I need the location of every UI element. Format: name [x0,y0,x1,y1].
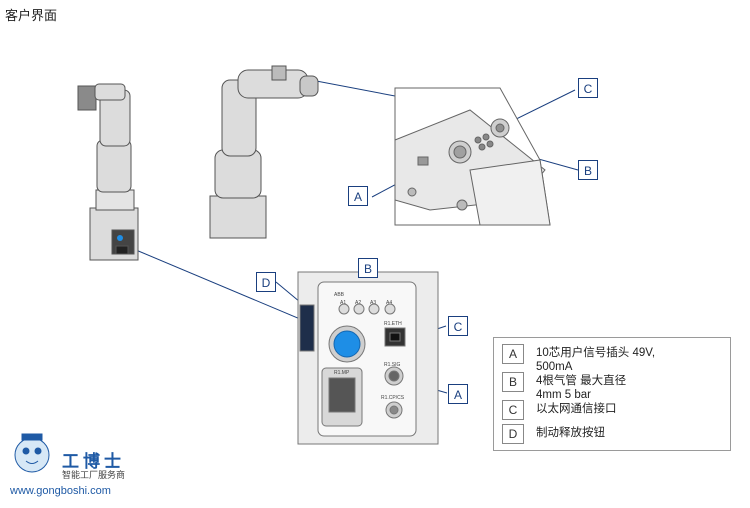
panel-force-label: R1.CP/CS [381,395,405,401]
panel-eth-label: R1.ETH [384,321,402,327]
callout-a-bottom: A [448,384,468,404]
callout-c-bottom: C [448,316,468,336]
callout-a-top: A [348,186,368,206]
callout-b-top: B [578,160,598,180]
robot-front-view [77,83,139,261]
panel-a4-label: A4 [386,300,393,306]
panel-a1-label: A1 [340,300,347,306]
callout-d-bottom: D [256,272,276,292]
wrist-closeup [394,87,551,226]
legend-text-d: 制动释放按钮 [536,427,605,439]
mascot-logo [14,433,50,473]
legend-key-a: A [502,344,524,364]
legend-text-c: 以太网通信接口 [536,403,617,415]
legend-text-b: 4根气管 最大直径 4mm 5 bar [536,375,627,401]
panel-mp-label: R1.MP [334,370,350,376]
watermark-url: www.gongboshi.com [10,485,111,497]
watermark-name: 工博士 [62,452,125,472]
connector-panel [297,271,439,445]
panel-a3-label: A3 [370,300,377,306]
robot-side-view [209,65,319,239]
callout-c-top: C [578,78,598,98]
legend-key-d: D [502,424,524,444]
callout-b-bottom: B [358,258,378,278]
page-title: 客户界面 [5,9,58,24]
legend-key-c: C [502,400,524,420]
panel-abb-label: ABB [334,292,345,298]
legend-text-a: 10芯用户信号插头 49V, 500mA [536,347,656,373]
panel-sig-label: R1.SIG [384,362,401,368]
legend-table: A 10芯用户信号插头 49V, 500mA B 4根气管 最大直径 4mm 5… [493,337,731,451]
panel-a2-label: A2 [355,300,362,306]
legend-key-b: B [502,372,524,392]
watermark-tagline: 智能工厂服务商 [62,471,126,481]
